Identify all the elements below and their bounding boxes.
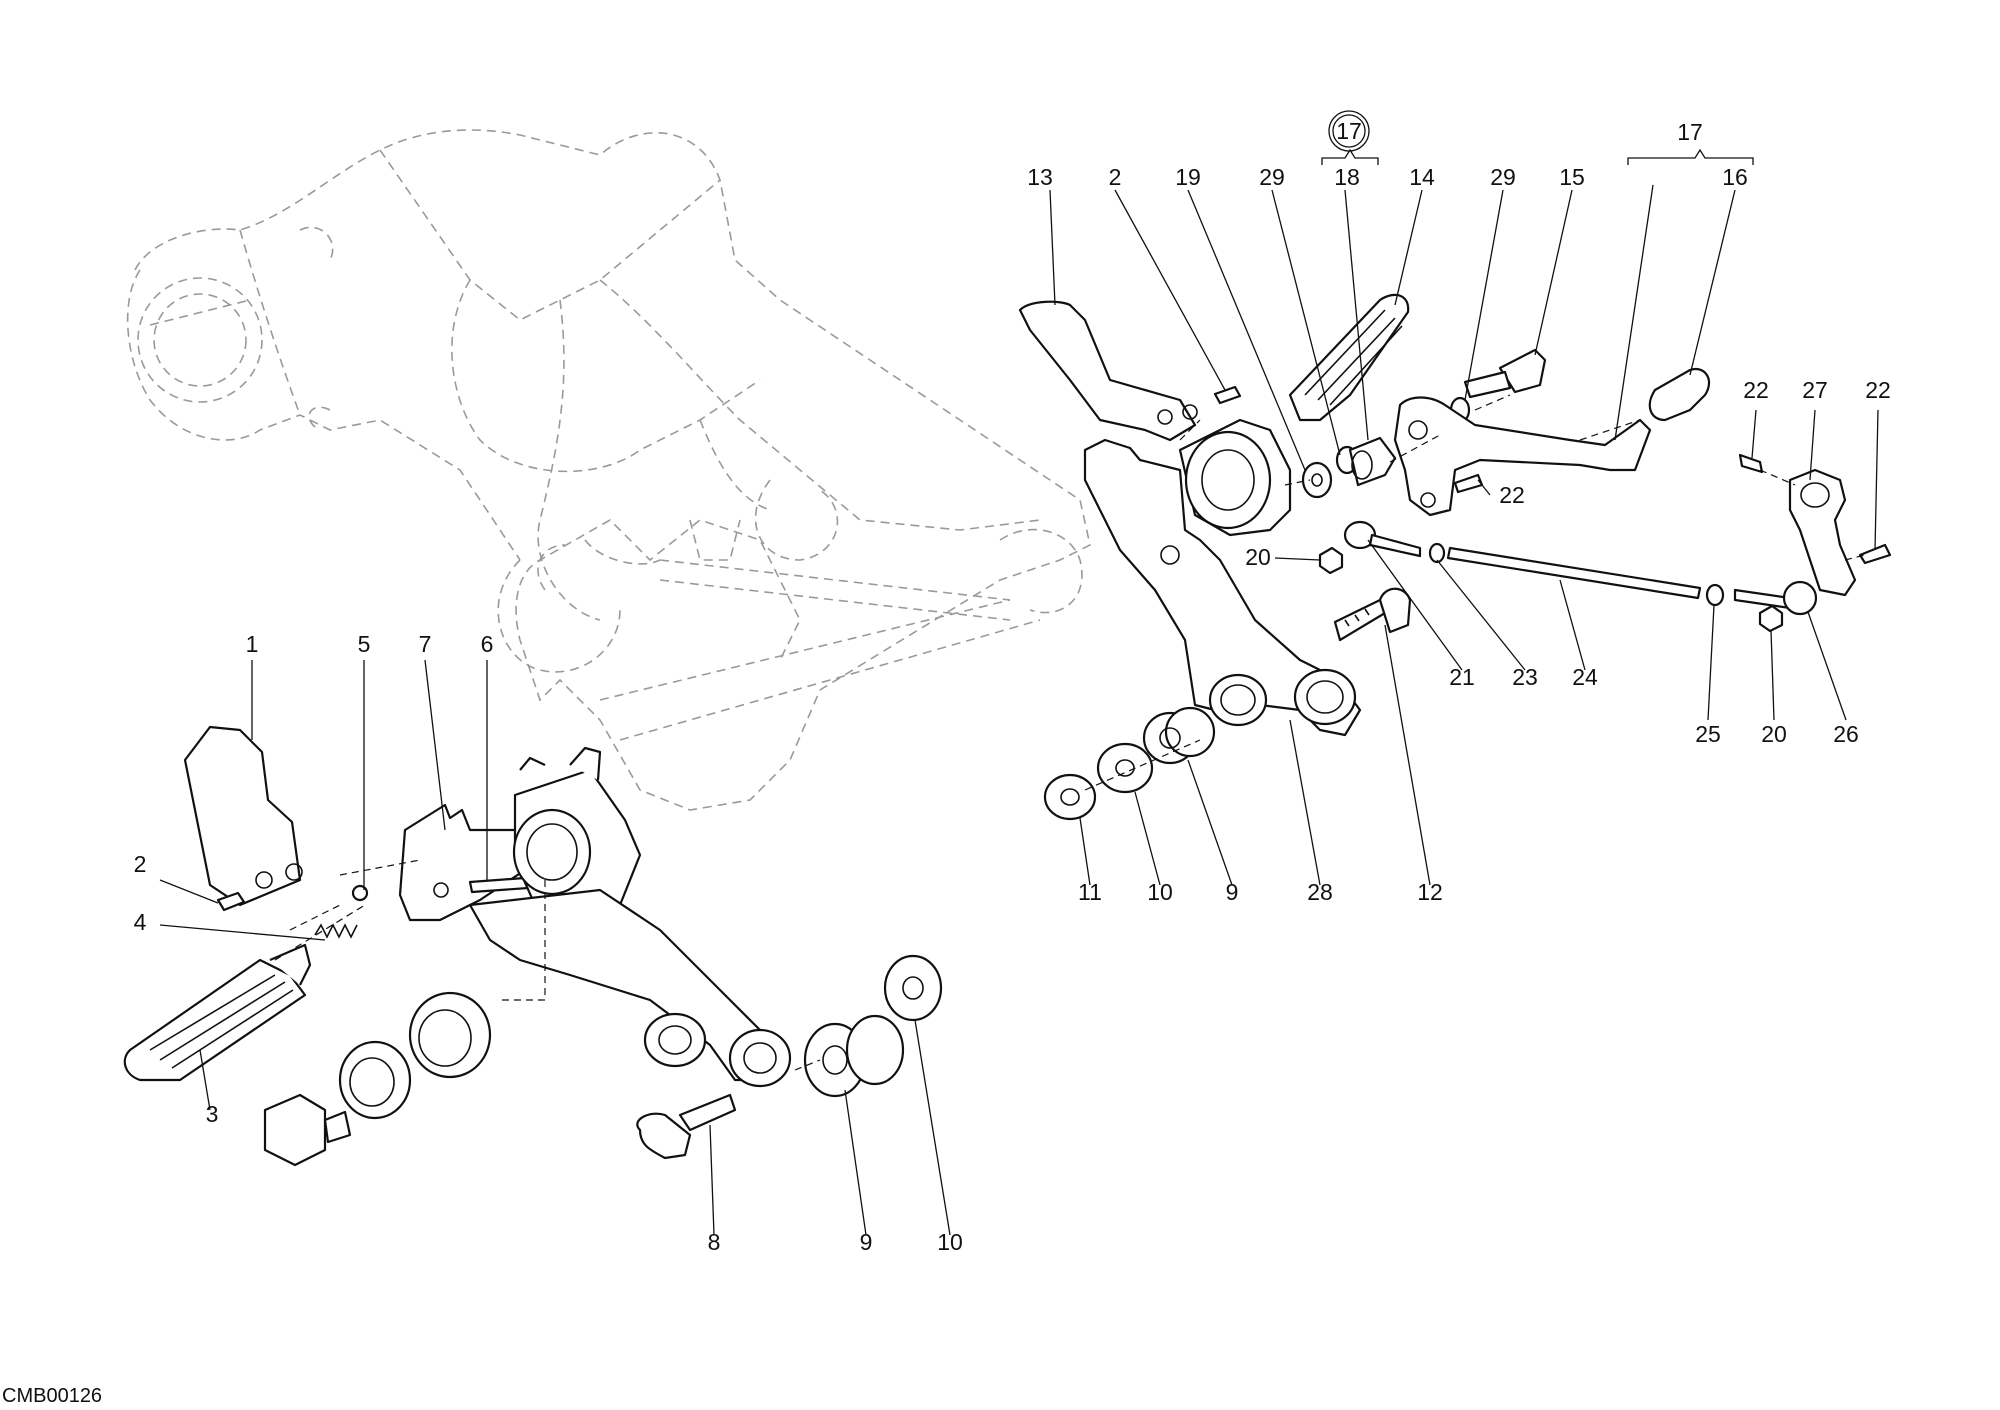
callout-13: 13 [1027, 164, 1053, 190]
callout-6: 6 [481, 631, 494, 657]
heel-guard-part-13 [1018, 300, 1197, 442]
washer-part-23 [1428, 542, 1446, 564]
bolt-part-15 [1498, 348, 1547, 394]
rod-end-part-26 [1782, 580, 1818, 616]
callout-28: 28 [1307, 879, 1333, 905]
callout-22-b: 22 [1743, 377, 1769, 403]
callout-17-circled: 17 [1336, 118, 1362, 144]
callout-7: 7 [419, 631, 432, 657]
callout-20-right: 20 [1761, 721, 1787, 747]
screw-part-2-right [1213, 385, 1242, 405]
callout-12: 12 [1417, 879, 1443, 905]
ring-part-5 [351, 884, 369, 902]
callout-29-right: 29 [1490, 164, 1516, 190]
drawing-code: CMB00126 [2, 1385, 102, 1407]
gear-lever-bracket [1083, 438, 1362, 737]
nut-part-20 [1318, 546, 1344, 575]
callout-9-left: 9 [860, 1229, 873, 1255]
callout-25: 25 [1695, 721, 1721, 747]
leader-lines [159, 110, 1879, 1236]
callout-26: 26 [1833, 721, 1859, 747]
nut-part-20-right [1758, 604, 1784, 633]
callout-15: 15 [1559, 164, 1585, 190]
spring-part-4 [314, 923, 358, 939]
callout-18: 18 [1334, 164, 1360, 190]
footpeg-part-14 [1288, 293, 1410, 422]
heel-guard-part [183, 725, 302, 907]
callout-10-right: 10 [1147, 879, 1173, 905]
washer-part-10 [883, 954, 943, 1022]
callout-4: 4 [134, 909, 147, 935]
callout-24: 24 [1572, 664, 1598, 690]
callout-21: 21 [1449, 664, 1475, 690]
callout-16: 16 [1722, 164, 1748, 190]
left-footrest-assembly [123, 725, 943, 1167]
shift-lever-part-27 [1788, 468, 1857, 597]
callout-23: 23 [1512, 664, 1538, 690]
frame-ghost-outline [126, 129, 1091, 811]
rubber-part-16 [1648, 367, 1711, 422]
callout-8: 8 [708, 1229, 721, 1255]
callout-5: 5 [358, 631, 371, 657]
callout-22-a: 22 [1499, 482, 1525, 508]
callout-22-c: 22 [1865, 377, 1891, 403]
callout-27: 27 [1802, 377, 1828, 403]
washer-part-10-right [1096, 742, 1154, 794]
hex-bolt [263, 1093, 327, 1167]
callout-17-bracket: 17 [1677, 119, 1703, 145]
screw-part-8 [636, 1112, 692, 1160]
callout-11: 11 [1078, 879, 1102, 905]
callout-2-left: 2 [134, 851, 147, 877]
washer-part-25 [1705, 583, 1725, 607]
callout-19: 19 [1175, 164, 1201, 190]
callout-14: 14 [1409, 164, 1435, 190]
callout-29-left: 29 [1259, 164, 1285, 190]
callout-1: 1 [246, 631, 259, 657]
linkage-rod-part-24 [1446, 546, 1702, 600]
washer-part-19 [1301, 461, 1333, 499]
callout-10-left: 10 [937, 1229, 963, 1255]
gear-lever-part-17 [1393, 396, 1652, 517]
screw-part-2 [216, 891, 246, 912]
callout-20-left: 20 [1245, 544, 1271, 570]
footpeg-part-3 [123, 958, 307, 1082]
callout-3: 3 [206, 1101, 219, 1127]
washer-part-11 [1043, 773, 1097, 821]
callout-labels: 1 2 4 3 5 7 6 8 9 10 11 10 9 28 12 13 2 … [2, 118, 1891, 1407]
screw-part-22 [1453, 473, 1484, 494]
callout-9-right: 9 [1226, 879, 1239, 905]
right-footrest-assembly [1018, 293, 1892, 821]
callout-2-right: 2 [1109, 164, 1122, 190]
screw-part-22-lower [1858, 543, 1892, 565]
screw-part-22-upper [1738, 453, 1764, 474]
